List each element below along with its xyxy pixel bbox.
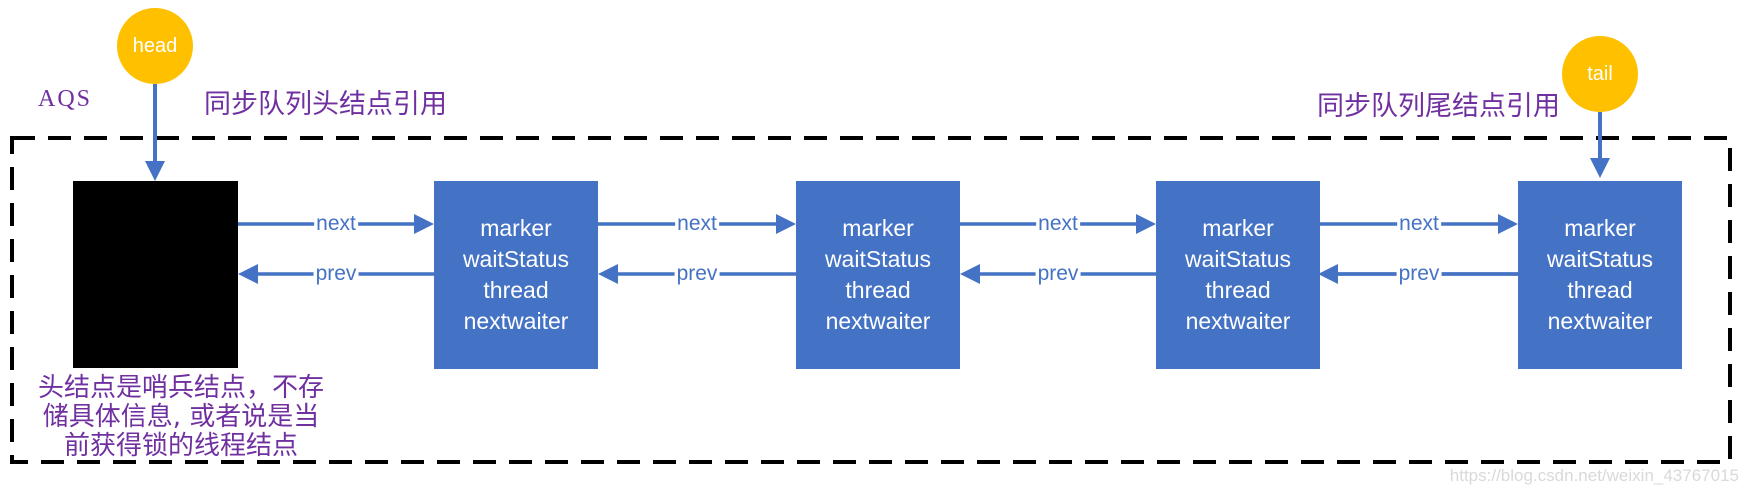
head-pointer-label: head [132, 34, 178, 57]
node-field-thread: thread [1567, 277, 1633, 303]
node-field-waitstatus: waitStatus [462, 246, 570, 272]
next-link-label: next [1036, 212, 1080, 236]
next-link-label: next [1397, 212, 1441, 236]
head-pointer-arrow [145, 84, 165, 181]
node-field-thread: thread [483, 277, 549, 303]
sentinel-caption: 头结点是哨兵结点，不存 储具体信息, 或者说是当 前获得锁的线程结点 [14, 374, 348, 461]
prev-link-label: prev [313, 262, 359, 286]
prev-link-label: prev [674, 262, 720, 286]
tail-pointer: tail [1562, 36, 1638, 112]
node-field-waitstatus: waitStatus [824, 246, 932, 272]
queue-node: marker waitStatus thread nextwaiter [1518, 181, 1682, 369]
caption-line: 前获得锁的线程结点 [63, 431, 298, 461]
node-field-thread: thread [1205, 277, 1271, 303]
head-pointer: head [117, 8, 193, 84]
node-field-nextwaiter: nextwaiter [463, 308, 569, 334]
sentinel-head-node [73, 181, 238, 368]
node-field-thread: thread [845, 277, 911, 303]
node-field-marker: marker [480, 215, 552, 241]
tail-pointer-label: tail [1587, 62, 1613, 85]
next-link-label: next [314, 212, 358, 236]
watermark-url: https://blog.csdn.net/weixin_43767015 [1449, 466, 1739, 485]
node-field-waitstatus: waitStatus [1546, 246, 1654, 272]
queue-node: marker waitStatus thread nextwaiter [1156, 181, 1320, 369]
node-field-nextwaiter: nextwaiter [1547, 308, 1653, 334]
next-link-label: next [675, 212, 719, 236]
node-field-marker: marker [842, 215, 914, 241]
queue-node: marker waitStatus thread nextwaiter [434, 181, 598, 369]
caption-line: 储具体信息, 或者说是当 [42, 402, 320, 432]
aqs-title-label: AQS [38, 86, 93, 112]
node-field-marker: marker [1202, 215, 1274, 241]
head-ref-label: 同步队列头结点引用 [204, 89, 447, 120]
node-field-waitstatus: waitStatus [1184, 246, 1292, 272]
prev-link-label: prev [1035, 262, 1081, 286]
node-field-nextwaiter: nextwaiter [825, 308, 931, 334]
node-field-nextwaiter: nextwaiter [1185, 308, 1291, 334]
node-field-marker: marker [1564, 215, 1636, 241]
queue-node: marker waitStatus thread nextwaiter [796, 181, 960, 369]
tail-ref-label: 同步队列尾结点引用 [1317, 91, 1560, 122]
caption-line: 头结点是哨兵结点，不存 [37, 373, 324, 403]
tail-pointer-arrow [1590, 112, 1610, 178]
prev-link-label: prev [1396, 262, 1442, 286]
